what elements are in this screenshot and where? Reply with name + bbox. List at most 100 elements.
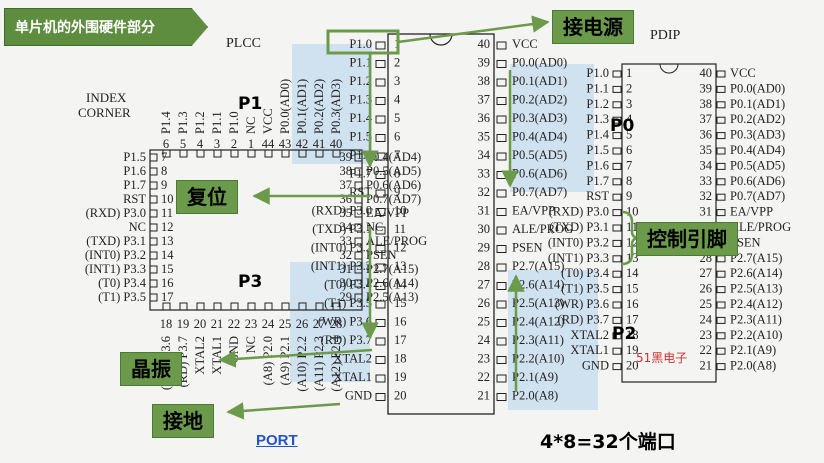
dip-right-pin <box>612 162 622 170</box>
dip-right-pin <box>612 178 622 186</box>
dip-main-pin-label: P2.0(A8) <box>512 389 558 403</box>
dip-main-pin-label: P1.1 <box>349 56 372 70</box>
dip-main-pin-number: 39 <box>478 56 491 70</box>
port-link[interactable]: PORT <box>256 432 298 449</box>
plcc-pin-label: P0.6(AD6) <box>366 178 421 192</box>
dip-package-right: 1P1.02P1.13P1.24P1.35P1.46P1.57P1.68P1.7… <box>548 63 791 383</box>
dip-right-pin-number: 4 <box>626 112 633 126</box>
plcc-pin-pad <box>196 149 205 158</box>
dip-right-pin <box>612 332 622 340</box>
plcc-pin-label: RST <box>123 192 146 206</box>
group-label-p0: P0 <box>610 116 635 136</box>
dip-main-pin-number: 14 <box>394 278 407 292</box>
plcc-pin-pad <box>315 302 324 311</box>
dip-right-pin <box>612 132 622 140</box>
plcc-pin-pad <box>354 223 363 232</box>
plcc-pin-number: 15 <box>161 262 174 276</box>
plcc-pin-number: 10 <box>161 192 174 206</box>
dip-right-pin-label: P0.3(AD3) <box>730 128 785 142</box>
dip-main-pin-number: 10 <box>394 204 407 218</box>
index-corner-line1: INDEX <box>86 90 127 105</box>
dip-right-pin <box>716 363 726 371</box>
plcc-pin-pad <box>196 302 205 311</box>
dip-main-pin-number: 21 <box>478 389 491 403</box>
plcc-pin-label: (INT1) P3.3 <box>85 262 146 276</box>
plcc-pin-label: P0.7(AD7) <box>366 192 421 206</box>
dip-main-pin-label: P0.4(AD4) <box>512 130 567 144</box>
dip-main-pin <box>375 393 386 401</box>
plcc-pin-label: P0.3(AD3) <box>329 79 343 134</box>
dip-right-pin-number: 17 <box>626 312 639 326</box>
plcc-pin-label: P1.3 <box>176 111 190 134</box>
plcc-pin-pad <box>354 237 363 246</box>
plcc-pin-pad <box>179 149 188 158</box>
dip-right-pin <box>612 255 622 263</box>
dip-main-pin-label: (T0) P3.4 <box>324 278 373 292</box>
plcc-pin-number: 8 <box>161 164 167 178</box>
plcc-pin-number: 17 <box>161 290 174 304</box>
plcc-pin-label: (A10) P2.2 <box>295 336 309 392</box>
plcc-pin-label: P0.1(AD1) <box>295 79 309 134</box>
dip-main-pin <box>496 171 507 179</box>
dip-main-pin-label: XTAL1 <box>333 370 372 384</box>
dip-main-pin-label: (WR) P3.6 <box>318 315 372 329</box>
dip-main-pin <box>375 60 386 68</box>
plcc-pin-number: 12 <box>161 220 174 234</box>
plcc-pin-number: 27 <box>313 317 326 331</box>
dip-main-pin <box>496 115 507 124</box>
plcc-pin-pad <box>230 149 239 158</box>
dip-right-pin-label: XTAL1 <box>570 343 609 357</box>
plcc-pin-label: (A9) P2.1 <box>278 336 292 385</box>
dip-main-pin <box>496 152 507 161</box>
dip-right-pin-number: 14 <box>626 266 639 280</box>
arrow-to-crystal <box>218 348 373 368</box>
dip-right-pin-number: 6 <box>626 143 632 157</box>
dip-right-pin <box>716 178 726 186</box>
plcc-pin-label: P2.5(A13) <box>366 290 418 304</box>
dip-right-pin-number: 37 <box>700 112 713 126</box>
plcc-pin-pad <box>179 302 188 311</box>
dip-main-pin-label: PSEN <box>512 241 543 255</box>
plcc-pin-number: 40 <box>330 137 343 151</box>
dip-main-pin-number: 9 <box>394 185 400 199</box>
dip-right-pin <box>612 70 622 78</box>
plcc-label: PLCC <box>226 36 262 51</box>
dip-right-pin-number: 32 <box>700 189 713 203</box>
dip-right-pin-label: P2.5(A13) <box>730 282 782 296</box>
dip-main-pin-number: 12 <box>394 241 407 255</box>
dip-right-pin-label: (RD) P3.7 <box>558 312 609 326</box>
dip-main-pin <box>496 356 507 364</box>
dip-right-pin <box>716 316 726 324</box>
plcc-pin-pad <box>149 209 158 218</box>
plcc-pin-pad <box>354 251 363 260</box>
plcc-pin-label: NC <box>244 336 258 353</box>
dip-right-pin-label: (T0) P3.4 <box>561 266 610 280</box>
dip-main-pin <box>375 263 386 272</box>
dip-main-pin-label: P0.3(AD3) <box>512 111 567 125</box>
plcc-pin-pad <box>332 302 341 311</box>
dip-right-pin-label: P2.4(A12) <box>730 297 782 311</box>
dip-main-pin-number: 38 <box>478 74 491 88</box>
dip-main-pin-number: 40 <box>478 37 491 51</box>
dip-right-pin <box>716 85 726 93</box>
plcc-pin-number: 38 <box>340 164 353 178</box>
plcc-pin-number: 26 <box>296 317 309 331</box>
plcc-pin-label: P2.6(A14) <box>366 276 418 290</box>
plcc-pin-label: VCC <box>261 108 275 134</box>
dip-main-pin-number: 18 <box>394 352 407 366</box>
dip-main-pin-label: P2.6(A14) <box>512 278 564 292</box>
plcc-pin-number: 2 <box>231 137 237 151</box>
dip-right-pin-label: P1.2 <box>586 97 609 111</box>
dip-right-pin-number: 20 <box>626 359 639 373</box>
dip-main-pin-number: 31 <box>478 204 491 218</box>
plcc-pin-pad <box>247 149 256 158</box>
dip-right-pin <box>612 347 622 355</box>
plcc-pin-number: 4 <box>197 137 204 151</box>
plcc-pin-label: (A12) P2.4 <box>329 335 343 391</box>
dip-main-pin <box>496 208 507 216</box>
dip-main-pin <box>375 97 386 105</box>
dip-main-pin-number: 36 <box>478 111 491 125</box>
dip-package-main: 1P1.02P1.13P1.24P1.35P1.46P1.57P1.68P1.7… <box>311 29 573 415</box>
dip-right-pin-number: 15 <box>626 282 639 296</box>
plcc-pin-label: (T1) P3.5 <box>98 290 146 304</box>
